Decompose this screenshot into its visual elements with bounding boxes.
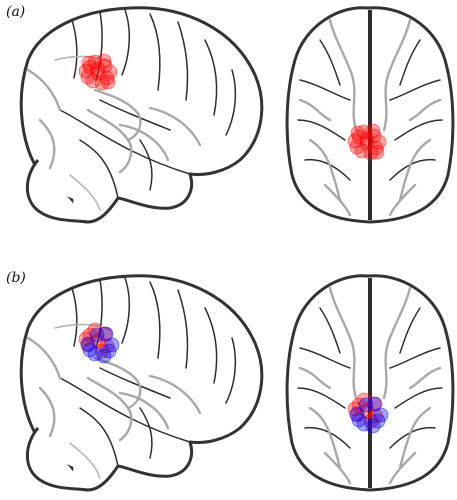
focus-sphere xyxy=(359,131,375,147)
focus-sphere xyxy=(351,412,367,428)
panel-label-b: (b) xyxy=(6,270,26,286)
focus-sphere xyxy=(365,418,381,434)
foci-cluster-b-sagittal xyxy=(78,322,120,364)
focus-sphere xyxy=(87,346,103,362)
focus-sphere xyxy=(90,61,106,77)
sagittal-brain-b xyxy=(19,274,264,492)
focus-sphere xyxy=(81,55,97,71)
focus-sphere xyxy=(367,396,383,412)
focus-sphere xyxy=(365,123,381,139)
foci-cluster-a-axial xyxy=(347,123,387,161)
focus-sphere xyxy=(100,74,116,90)
focus-sphere xyxy=(96,53,112,69)
panel-label-a: (a) xyxy=(6,4,26,20)
focus-sphere xyxy=(356,416,372,432)
sagittal-brain-a xyxy=(19,6,264,224)
focus-sphere xyxy=(350,125,366,141)
focus-sphere xyxy=(82,342,98,358)
focus-sphere xyxy=(94,75,110,91)
foci-cluster-b-axial xyxy=(347,392,389,434)
panel-a xyxy=(19,5,455,224)
focus-sphere xyxy=(363,145,379,161)
focus-sphere xyxy=(96,348,112,364)
axial-brain-a xyxy=(285,5,455,224)
foci-cluster-a-sagittal xyxy=(78,53,118,91)
axial-brain-b xyxy=(285,273,455,492)
panel-b xyxy=(19,273,455,492)
focus-sphere xyxy=(369,144,385,160)
focus-sphere xyxy=(98,326,114,342)
